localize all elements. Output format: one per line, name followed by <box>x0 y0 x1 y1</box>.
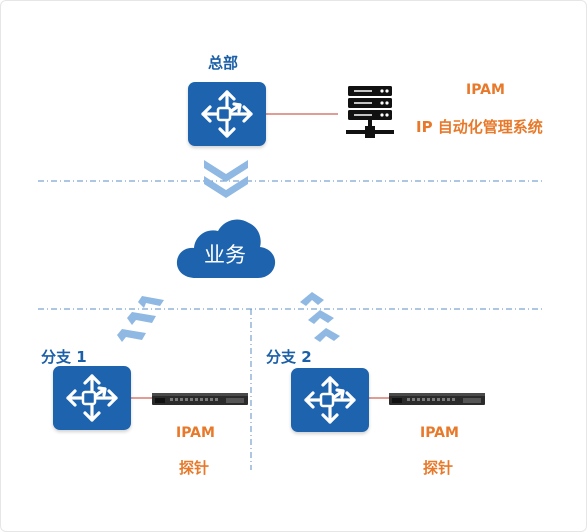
branch1-probe-name: 探针 <box>179 459 210 477</box>
chevron-up-icon <box>117 296 164 342</box>
branch1-router[interactable] <box>53 366 131 430</box>
branch1-label: 分支 1 <box>41 348 87 366</box>
branch2-label: 分支 2 <box>266 348 312 366</box>
branch2-probe-title: IPAM <box>420 425 459 441</box>
cloud-label: 业务 <box>204 243 246 267</box>
router-icon <box>66 374 118 422</box>
probe-device-icon <box>152 393 248 405</box>
ipam-system-title: IPAM <box>466 82 505 98</box>
branch2-router[interactable] <box>291 368 369 432</box>
ipam-system-subtitle: IP 自动化管理系统 <box>416 118 543 136</box>
router-icon <box>201 90 253 138</box>
branch1-probe-title: IPAM <box>176 425 215 441</box>
server-icon <box>346 86 394 138</box>
cloud-icon[interactable] <box>174 214 278 282</box>
chevron-up-icon <box>300 292 340 342</box>
probe-device-icon <box>389 393 485 405</box>
hq-label: 总部 <box>208 54 239 72</box>
router-icon <box>304 376 356 424</box>
hq-router[interactable] <box>188 82 266 146</box>
branch2-probe-name: 探针 <box>423 459 454 477</box>
chevron-down-icon <box>204 160 248 198</box>
